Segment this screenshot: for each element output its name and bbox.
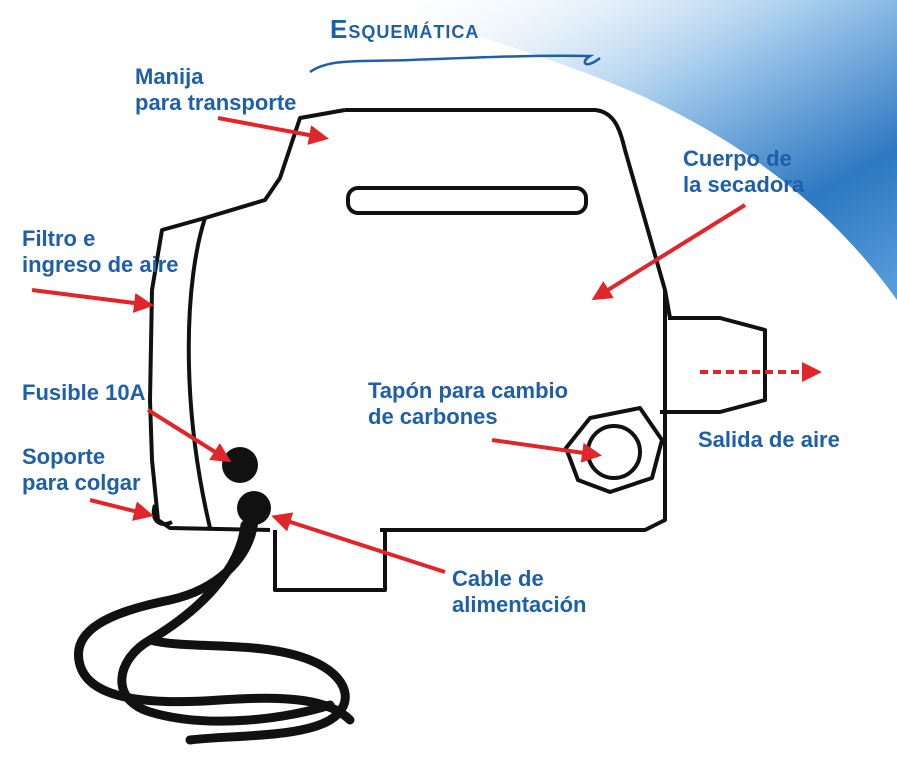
label-body: Cuerpo de la secadora [683, 146, 804, 198]
fuse-knob [222, 447, 258, 483]
label-filter: Filtro e ingreso de aire [22, 226, 179, 278]
label-body-line2: la secadora [683, 172, 805, 197]
label-carbon-cap-line1: Tapón para cambio [368, 378, 569, 403]
arrow-filter [31, 288, 154, 313]
label-cable: Cable de alimentación [452, 566, 586, 618]
header-swoosh [360, 0, 897, 300]
arrow-fuse [146, 408, 232, 463]
cable-grommet [237, 491, 271, 525]
label-carbon-cap-line2: de carbones [368, 404, 498, 429]
label-carbon-cap: Tapón para cambio de carbones [368, 378, 568, 430]
label-filter-line1: Filtro e [22, 226, 96, 251]
callout-arrows [31, 116, 822, 574]
power-cable [74, 515, 355, 745]
label-cable-line1: Cable de [452, 566, 544, 591]
label-handle-line1: Manija [135, 64, 204, 89]
label-body-line1: Cuerpo de [683, 146, 792, 171]
dryer-outline [148, 108, 767, 592]
arrow-carbon-cap [491, 438, 602, 463]
arrow-handle [217, 116, 329, 145]
arrow-body [591, 203, 747, 301]
label-hanger-line1: Soporte [22, 444, 106, 469]
label-handle: Manija para transporte [135, 64, 296, 116]
label-hanger-line2: para colgar [22, 470, 141, 495]
label-cable-line2: alimentación [452, 592, 587, 617]
label-outlet: Salida de aire [698, 427, 840, 452]
label-fuse: Fusible 10A [22, 380, 146, 405]
label-filter-line2: ingreso de aire [22, 252, 179, 277]
title-underline [309, 54, 601, 74]
diagram-title: Esquemática [330, 14, 480, 44]
arrow-cable [271, 512, 446, 574]
label-handle-line2: para transporte [135, 90, 297, 115]
label-hanger: Soporte para colgar [22, 444, 141, 496]
arrow-hanger [89, 498, 154, 521]
